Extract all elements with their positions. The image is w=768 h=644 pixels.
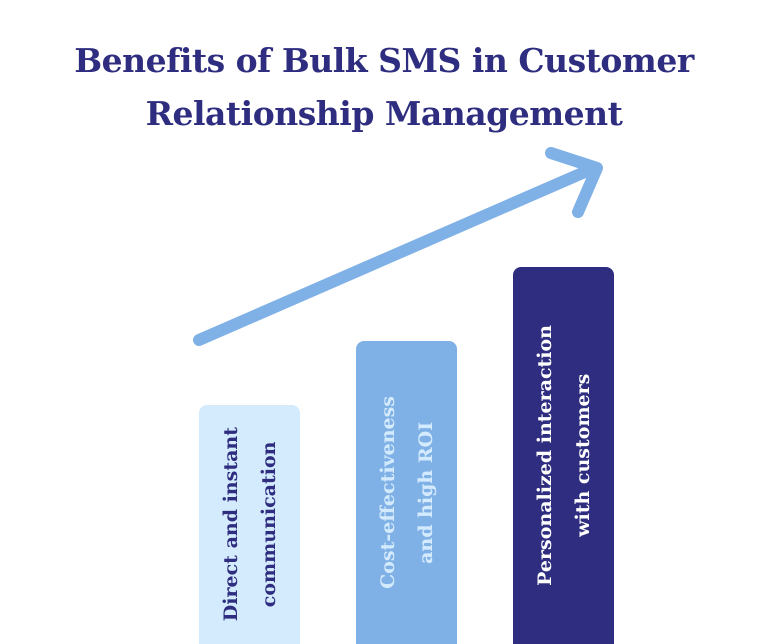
bar-direct-communication: Direct and instant communication: [199, 405, 300, 644]
bar-cost-effectiveness: Cost-effectiveness and high ROI: [356, 341, 457, 644]
bar-label: Direct and instant communication: [219, 427, 280, 622]
bar-label: Personalized interaction with customers: [533, 325, 594, 586]
title-line-1: Benefits of Bulk SMS in Customer: [74, 41, 694, 80]
page-title: Benefits of Bulk SMS in Customer Relatio…: [0, 34, 768, 140]
title-line-2: Relationship Management: [145, 94, 623, 133]
bar-label: Cost-effectiveness and high ROI: [376, 396, 437, 589]
bar-personalized-interaction: Personalized interaction with customers: [513, 267, 614, 644]
